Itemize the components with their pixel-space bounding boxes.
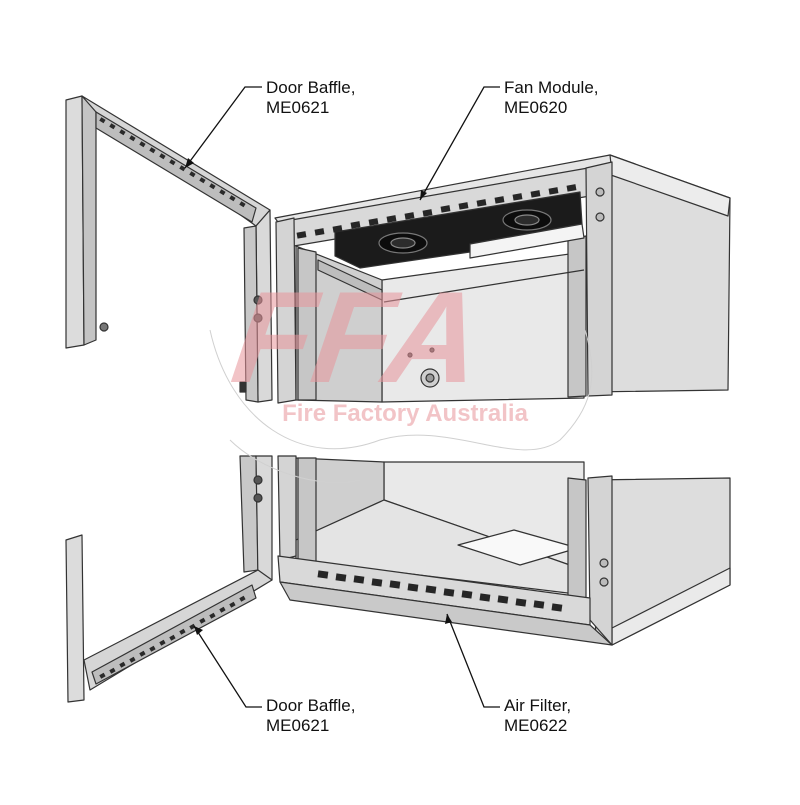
break-lines	[209, 329, 593, 484]
ffa-watermark: FFA Fire Factory Australia	[225, 265, 529, 427]
watermark-logo: FFA	[225, 265, 491, 410]
callout-door-baffle-bottom: Door Baffle, ME0621	[266, 696, 355, 736]
door-baffle-bottom	[91, 584, 257, 685]
callout-door-baffle-bottom-name: Door Baffle,	[266, 696, 356, 715]
leader-air-filter	[446, 613, 500, 708]
door-frame-left-top	[65, 95, 85, 349]
callout-door-baffle-top-code: ME0621	[266, 98, 330, 117]
front-right-post-top	[585, 161, 613, 397]
air-filter-slots	[317, 570, 563, 612]
leader-door-baffle-top	[184, 86, 262, 169]
leader-door-baffle-bottom	[193, 625, 262, 708]
callout-air-filter: Air Filter, ME0622	[504, 696, 571, 736]
front-left-post-bottom	[277, 455, 297, 561]
leader-arrowheads	[185, 158, 452, 635]
bottom-door	[65, 455, 273, 703]
callout-air-filter-name: Air Filter,	[504, 696, 572, 715]
door-baffle-top-slots	[99, 117, 246, 208]
leader-lines	[184, 86, 500, 708]
bottom-cabinet	[277, 455, 731, 646]
front-right-post-bottom	[587, 475, 613, 646]
callout-fan-module: Fan Module, ME0620	[504, 78, 599, 118]
callout-fan-module-code: ME0620	[504, 98, 568, 117]
callout-door-baffle-top: Door Baffle, ME0621	[266, 78, 355, 118]
callout-fan-module-name: Fan Module,	[504, 78, 599, 97]
top-cabinet	[274, 154, 731, 404]
callout-door-baffle-top-name: Door Baffle,	[266, 78, 356, 97]
callout-door-baffle-bottom-code: ME0621	[266, 716, 330, 735]
top-vent-slots	[296, 184, 577, 239]
callout-air-filter-code: ME0622	[504, 716, 568, 735]
door-frame-left-bottom	[65, 534, 85, 703]
door-baffle-top	[95, 111, 257, 223]
watermark-company: Fire Factory Australia	[282, 400, 529, 427]
door-baffle-bottom-slots	[99, 595, 246, 679]
leader-fan-module	[419, 86, 500, 201]
